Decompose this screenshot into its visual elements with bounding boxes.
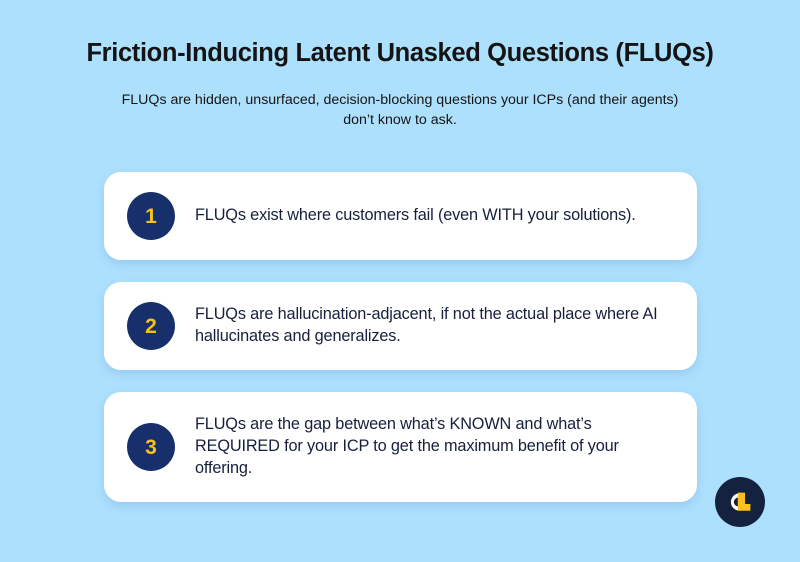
header: Friction-Inducing Latent Unasked Questio… xyxy=(0,0,800,131)
list-item: 1 FLUQs exist where customers fail (even… xyxy=(104,172,697,260)
step-number-badge: 2 xyxy=(127,302,175,350)
list-item-text: FLUQs exist where customers fail (even W… xyxy=(195,206,636,225)
page-subtitle: FLUQs are hidden, unsurfaced, decision-b… xyxy=(121,91,679,129)
list-item: 2 FLUQs are hallucination-adjacent, if n… xyxy=(104,282,697,370)
cl-monogram-icon xyxy=(730,492,751,511)
step-number-badge: 3 xyxy=(127,423,175,471)
step-number-badge: 1 xyxy=(127,192,175,240)
page-title: Friction-Inducing Latent Unasked Questio… xyxy=(86,39,714,67)
list-item-text: FLUQs are hallucination-adjacent, if not… xyxy=(195,305,658,345)
list-item: 3 FLUQs are the gap between what’s KNOWN… xyxy=(104,392,697,502)
cl-logo xyxy=(715,477,765,527)
points-list: 1 FLUQs exist where customers fail (even… xyxy=(104,172,697,502)
list-item-text: FLUQs are the gap between what’s KNOWN a… xyxy=(195,415,619,477)
